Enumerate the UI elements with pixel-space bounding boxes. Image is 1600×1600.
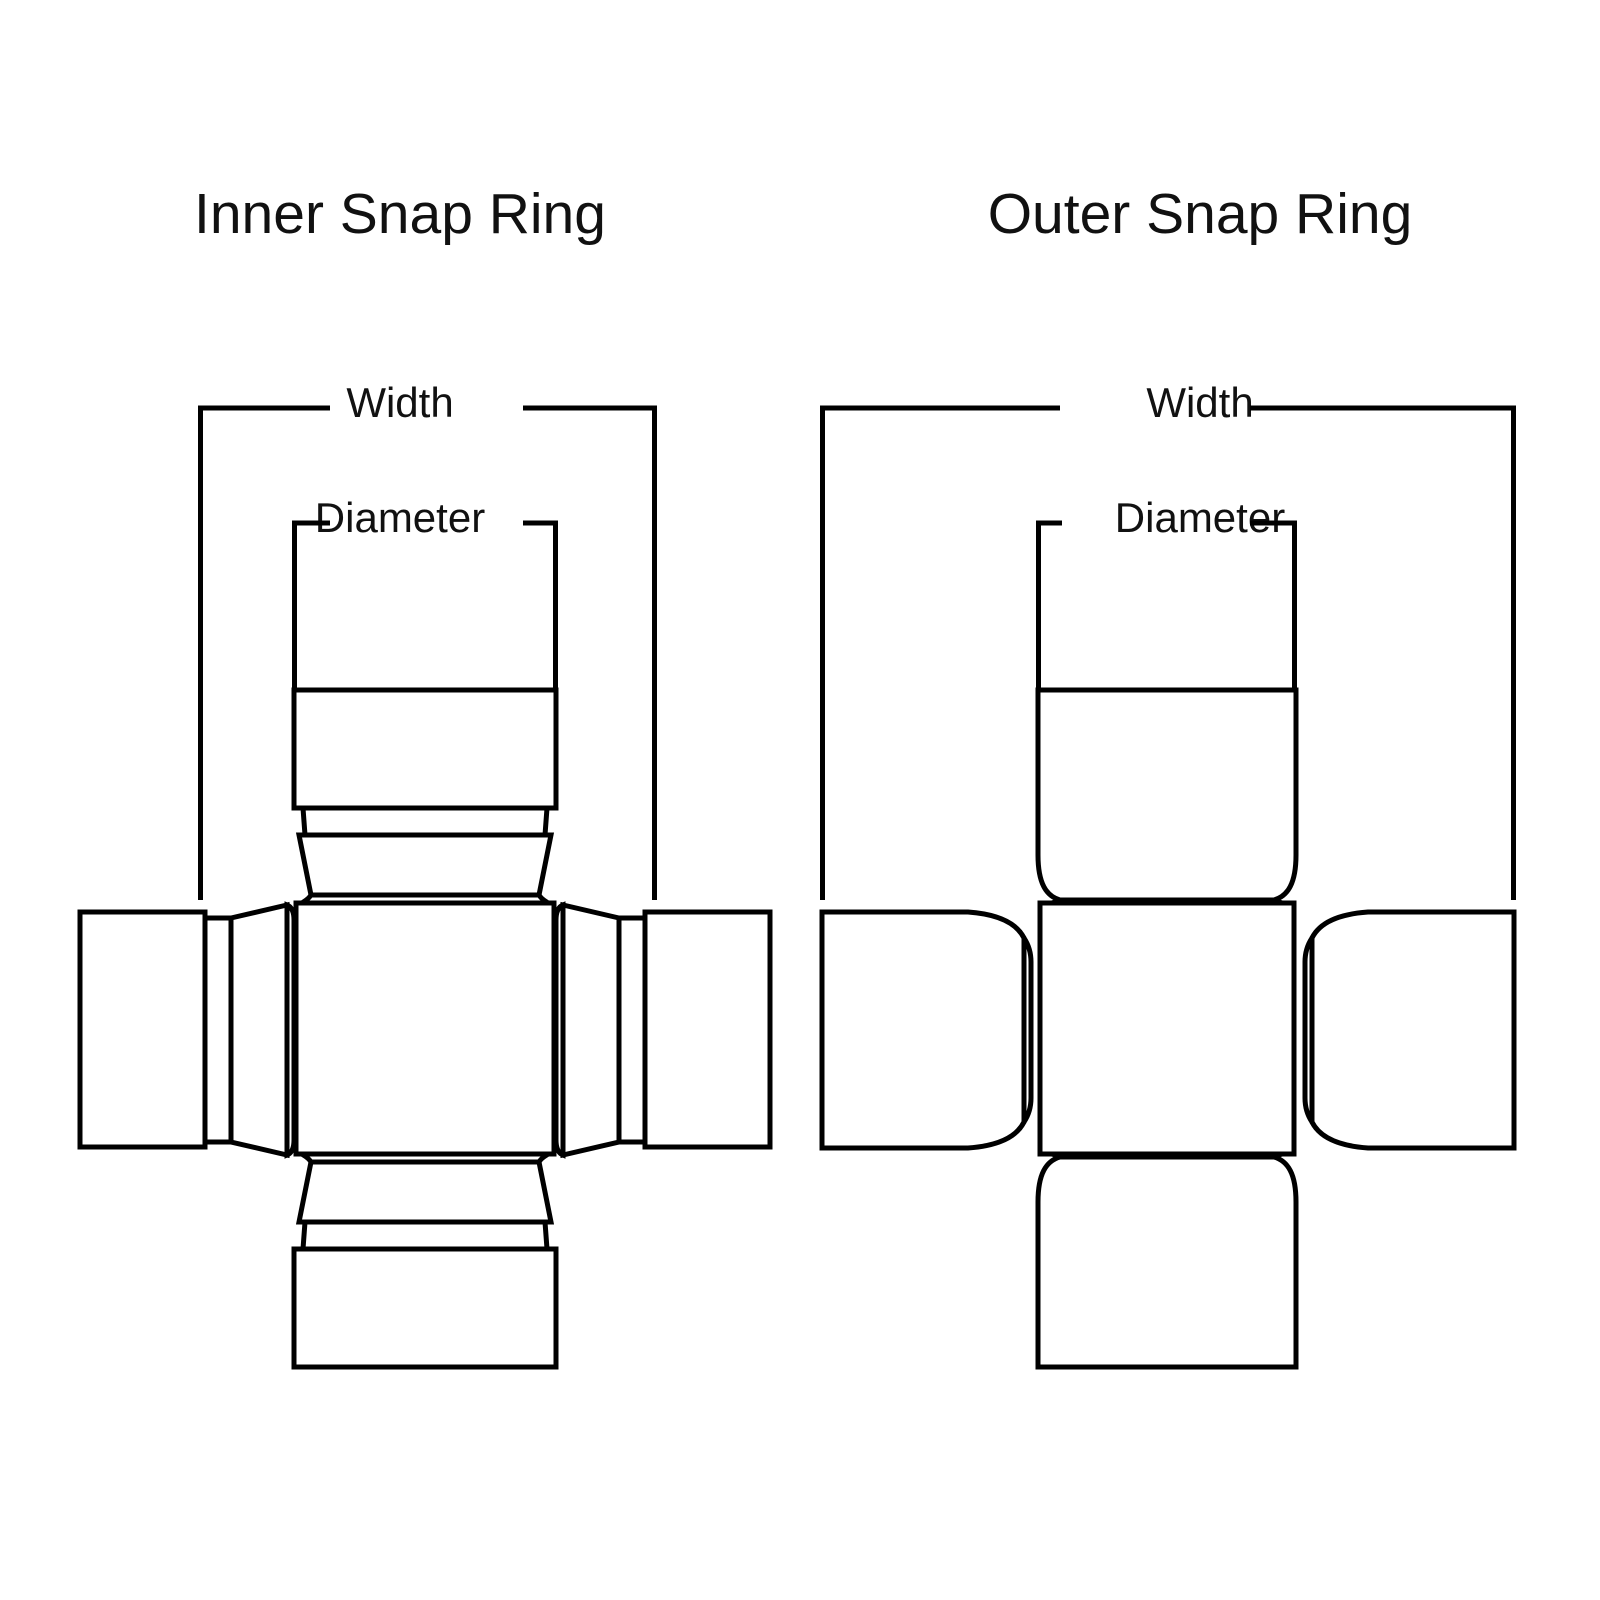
bearing-cap-left-outer	[819, 909, 1034, 1151]
panel-title-outer: Outer Snap Ring	[987, 182, 1413, 246]
cross-body-outer	[1037, 900, 1297, 1157]
bearing-cap-top-inner	[291, 687, 559, 906]
ujoint-drawing-inner	[77, 405, 773, 1370]
bearing-cap-bottom-outer	[1035, 1150, 1299, 1370]
panel-title-inner: Inner Snap Ring	[194, 182, 606, 246]
bearing-cap-top-outer	[1035, 687, 1299, 907]
bearing-cap-left-inner	[77, 901, 297, 1159]
bearing-cap-bottom-inner	[291, 1151, 559, 1370]
panel-outer-snap-ring: Outer Snap Ring Width Diameter	[800, 0, 1600, 1600]
panel-inner-snap-ring: Inner Snap Ring Width Diameter	[77, 182, 773, 1370]
dimension-bracket-width-inner	[198, 405, 657, 900]
bearing-cap-right-outer	[1302, 909, 1517, 1151]
cross-body-inner	[293, 900, 557, 1157]
dimension-bracket-diameter-outer	[1036, 520, 1297, 693]
dimension-label-diameter-inner: Diameter	[314, 494, 486, 541]
dimension-label-width-outer: Width	[1146, 379, 1254, 426]
dimension-label-diameter-outer: Diameter	[1114, 494, 1286, 541]
dimension-label-width-inner: Width	[346, 379, 454, 426]
dimension-bracket-diameter-inner	[292, 520, 558, 693]
ujoint-drawing-outer	[819, 405, 1517, 1370]
dimension-bracket-width-outer	[820, 405, 1516, 900]
bearing-cap-right-inner	[553, 901, 773, 1159]
